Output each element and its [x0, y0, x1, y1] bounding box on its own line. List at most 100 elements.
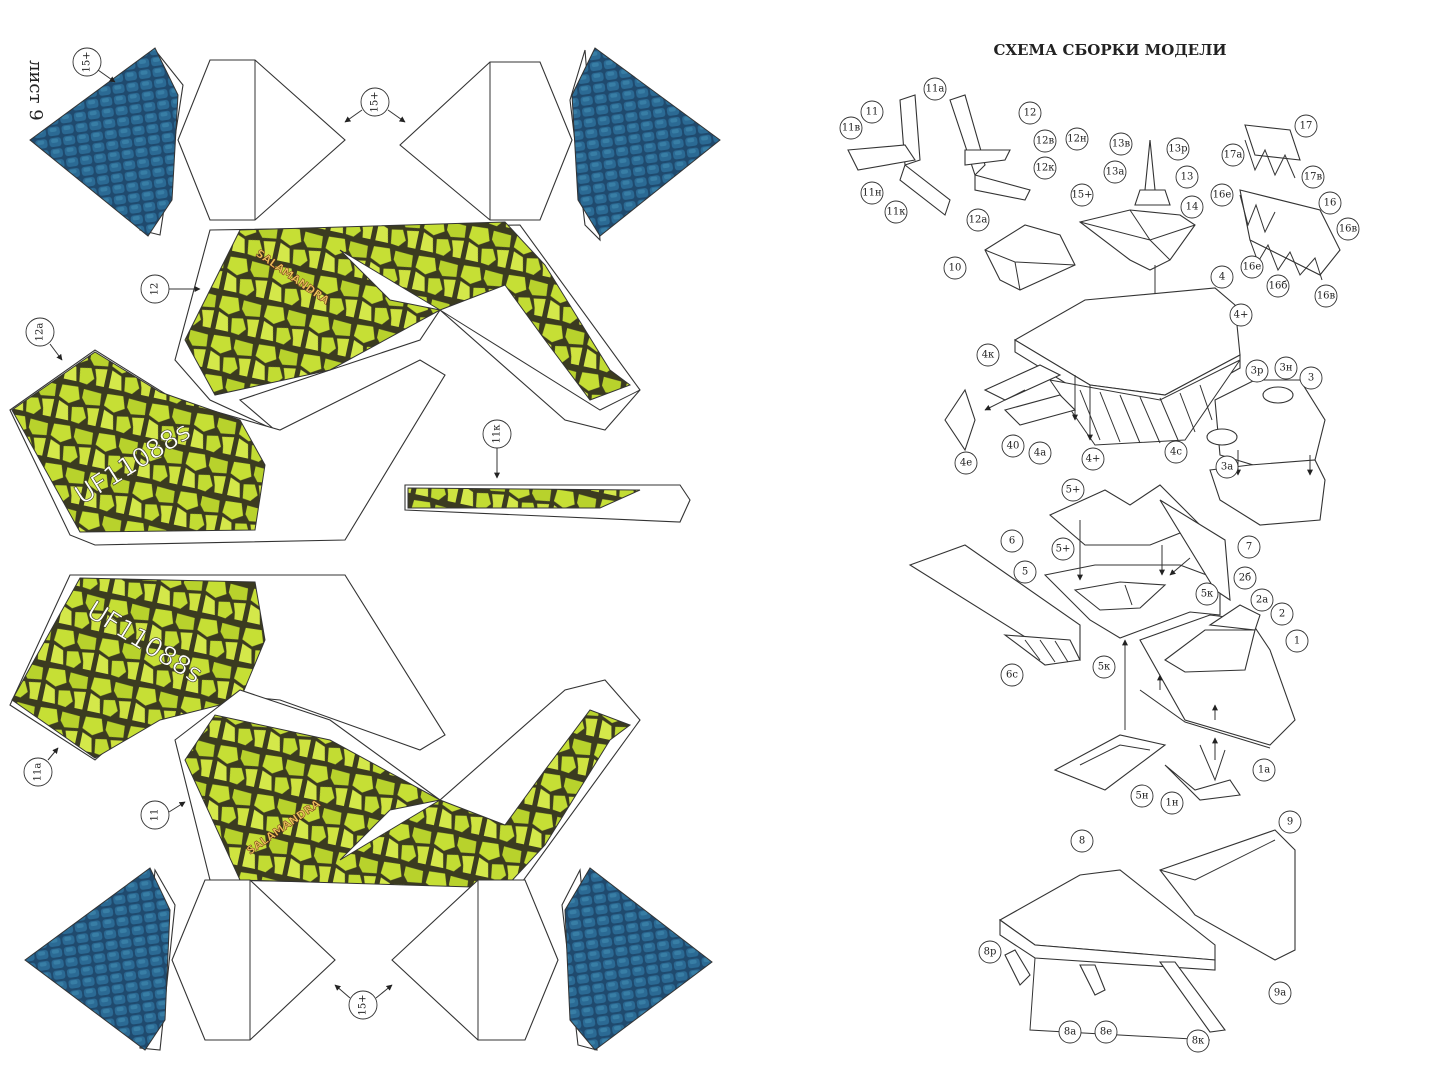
callout-d4: 4 [1210, 265, 1234, 289]
part-11a: UF11088s [9, 574, 446, 761]
svg-text:12: 12 [1024, 108, 1037, 119]
callout-d4a: 4a [1028, 441, 1052, 465]
svg-text:2a: 2a [1256, 595, 1268, 606]
svg-text:3н: 3н [1279, 363, 1292, 374]
callout-d15p: 15+ [1070, 183, 1094, 207]
callout-d16v1: 16в [1336, 217, 1360, 241]
diamond-blue-bottom-right [561, 867, 713, 1051]
callout-d4c: 4с [1164, 440, 1188, 464]
callout-15-bottom: 15+ [348, 990, 378, 1020]
svg-text:12в: 12в [1036, 136, 1055, 147]
diamond-white-bottom-1 [171, 879, 336, 1041]
svg-text:13a: 13a [1106, 167, 1125, 178]
svg-text:8к: 8к [1192, 1036, 1205, 1047]
callout-d13r: 13р [1166, 137, 1190, 161]
assembly-part-5-7 [1043, 484, 1231, 639]
callout-d6: 6 [1000, 529, 1024, 553]
svg-text:5к: 5к [1098, 662, 1111, 673]
svg-text:11: 11 [150, 809, 161, 822]
svg-text:9a: 9a [1274, 988, 1286, 999]
callout-d3r: 3р [1245, 359, 1269, 383]
svg-text:17a: 17a [1224, 150, 1243, 161]
svg-text:3р: 3р [1251, 366, 1264, 377]
callout-d5p2: 5+ [1051, 537, 1075, 561]
svg-text:16: 16 [1324, 198, 1337, 209]
svg-text:12: 12 [150, 283, 161, 296]
svg-text:7: 7 [1246, 542, 1252, 553]
diamond-blue-top-left [29, 47, 184, 237]
svg-text:5+: 5+ [1066, 485, 1081, 496]
callout-d14: 14 [1180, 195, 1204, 219]
svg-text:4: 4 [1219, 272, 1225, 283]
svg-text:5+: 5+ [1056, 544, 1071, 555]
callout-d3a: 3a [1215, 455, 1239, 479]
callout-d4k: 4к [976, 343, 1000, 367]
callout-12a: 12a [25, 317, 55, 347]
svg-text:1: 1 [1294, 636, 1300, 647]
svg-text:5к: 5к [1201, 589, 1214, 600]
callout-d11v: 11в [839, 116, 863, 140]
callout-d26: 2б [1233, 566, 1257, 590]
svg-text:12a: 12a [969, 215, 988, 226]
diamond-white-top-2 [399, 61, 573, 221]
callout-d17v: 17в [1301, 165, 1325, 189]
svg-text:16в: 16в [1317, 291, 1336, 302]
svg-text:15+: 15+ [358, 994, 369, 1015]
callout-d12a: 12a [966, 208, 990, 232]
assembly-part-9 [1159, 829, 1296, 961]
assembly-part-13-14 [1078, 139, 1196, 311]
callout-d16v2: 16в [1314, 284, 1338, 308]
callout-d1: 1 [1285, 629, 1309, 653]
diamond-white-bottom-2 [391, 879, 559, 1041]
callout-d5n: 5н [1130, 784, 1154, 808]
callout-d16b: 16б [1266, 274, 1290, 298]
svg-text:14: 14 [1186, 202, 1199, 213]
svg-text:11: 11 [866, 107, 879, 118]
callout-d5: 5 [1013, 560, 1037, 584]
callout-d8a: 8a [1058, 1020, 1082, 1044]
assembly-part-6 [908, 544, 1081, 666]
callout-d17: 17 [1294, 114, 1318, 138]
assembly-part-5n-1n [1053, 734, 1241, 801]
callout-d2: 2 [1270, 602, 1294, 626]
svg-text:9: 9 [1287, 817, 1293, 828]
svg-text:13в: 13в [1112, 139, 1131, 150]
svg-text:15+: 15+ [370, 91, 381, 112]
svg-text:11в: 11в [842, 123, 861, 134]
callout-d1a: 1a [1252, 758, 1276, 782]
svg-text:8е: 8е [1100, 1027, 1112, 1038]
assembly-part-3 [1206, 379, 1326, 526]
svg-text:13: 13 [1181, 172, 1194, 183]
callout-d7: 7 [1237, 535, 1261, 559]
assembly-part-8 [998, 869, 1226, 1041]
sheet-label: лист 9 [25, 60, 46, 121]
assembly-diagram: СХЕМА СБОРКИ МОДЕЛИ [839, 41, 1360, 1053]
svg-text:8р: 8р [984, 947, 997, 958]
svg-text:1a: 1a [1258, 765, 1270, 776]
svg-text:11н: 11н [862, 188, 882, 199]
callout-d12n: 12н [1065, 127, 1089, 151]
callout-d8e: 8е [1094, 1020, 1118, 1044]
svg-text:15+: 15+ [1071, 190, 1092, 201]
svg-text:12a: 12a [35, 323, 46, 342]
callout-d2a: 2a [1250, 588, 1274, 612]
assembly-part-10 [984, 224, 1076, 291]
svg-text:13р: 13р [1168, 144, 1187, 155]
callout-d12v: 12в [1033, 129, 1057, 153]
svg-text:16е: 16е [1213, 190, 1232, 201]
svg-text:8: 8 [1079, 836, 1085, 847]
assembly-part-16-17 [1239, 124, 1341, 281]
callout-d16e1: 16е [1210, 183, 1234, 207]
svg-text:4с: 4с [1170, 447, 1182, 458]
callout-d11n: 11н [860, 181, 884, 205]
callout-d11: 11 [860, 100, 884, 124]
svg-text:4к: 4к [982, 350, 995, 361]
callout-11a: 11a [23, 757, 53, 787]
callout-d16e2: 16е [1240, 255, 1264, 279]
svg-text:4е: 4е [960, 458, 972, 469]
callout-d13a: 13a [1103, 160, 1127, 184]
callout-d9: 9 [1278, 810, 1302, 834]
svg-text:4a: 4a [1034, 448, 1046, 459]
svg-text:5н: 5н [1135, 791, 1148, 802]
